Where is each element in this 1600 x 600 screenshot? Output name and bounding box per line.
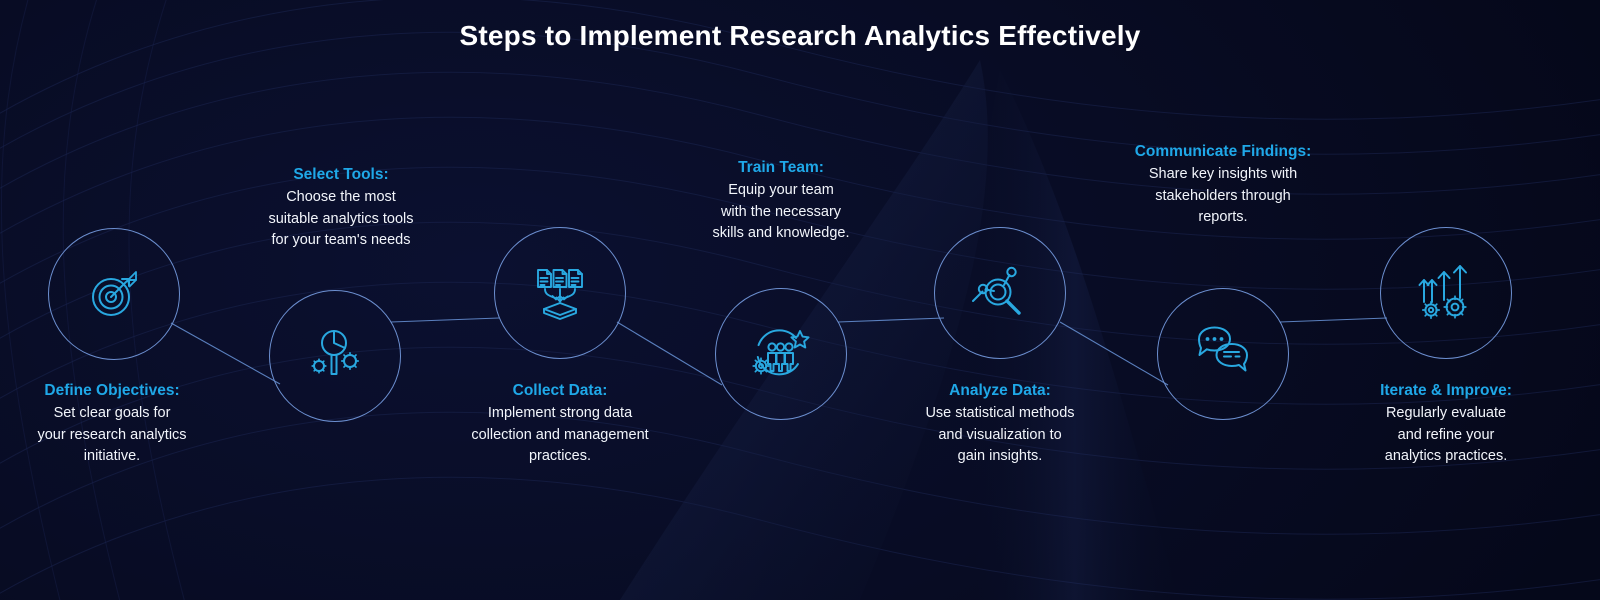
step-6-heading: Communicate Findings: bbox=[1134, 143, 1312, 160]
connector-2-3 bbox=[390, 317, 500, 323]
step-7-body: Regularly evaluate and refine your analy… bbox=[1384, 405, 1508, 464]
step-4-heading: Train Team: bbox=[738, 159, 824, 176]
documents-into-tray-icon bbox=[537, 269, 583, 320]
speech-bubbles-icon bbox=[1198, 326, 1248, 372]
step-4-circle bbox=[715, 288, 847, 420]
step-2-circle bbox=[269, 290, 401, 422]
step-7-text: Iterate & Improve: Regularly evaluate an… bbox=[1333, 380, 1559, 468]
step-4-body: Equip your team with the necessary skill… bbox=[712, 182, 850, 241]
step-7-circle bbox=[1380, 227, 1512, 359]
step-6-body: Share key insights with stakeholders thr… bbox=[1148, 166, 1298, 225]
step-5-circle bbox=[934, 227, 1066, 359]
step-3-circle bbox=[494, 227, 626, 359]
step-3-body: Implement strong data collection and man… bbox=[471, 405, 649, 464]
connector-4-5 bbox=[837, 317, 945, 323]
connector-6-7 bbox=[1279, 317, 1388, 323]
step-5-heading: Analyze Data: bbox=[949, 382, 1051, 399]
step-1-heading: Define Objectives: bbox=[44, 382, 180, 399]
connector-3-4 bbox=[616, 321, 723, 386]
step-3-text: Collect Data: Implement strong data coll… bbox=[447, 380, 673, 468]
step-2-text: Select Tools: Choose the most suitable a… bbox=[228, 164, 454, 252]
step-1-circle bbox=[48, 228, 180, 360]
step-2-heading: Select Tools: bbox=[293, 166, 389, 183]
step-5-text: Analyze Data: Use statistical methods an… bbox=[887, 380, 1113, 468]
page-title: Steps to Implement Research Analytics Ef… bbox=[459, 20, 1141, 51]
step-6-circle bbox=[1157, 288, 1289, 420]
target-arrow-icon bbox=[92, 271, 137, 316]
step-1-body: Set clear goals for your research analyt… bbox=[37, 405, 187, 464]
connector-1-2 bbox=[170, 322, 281, 385]
step-7-heading: Iterate & Improve: bbox=[1380, 382, 1512, 399]
connector-5-6 bbox=[1059, 321, 1169, 386]
team-star-gear-icon bbox=[752, 329, 810, 376]
step-3-heading: Collect Data: bbox=[512, 382, 608, 399]
step-1-text: Define Objectives: Set clear goals for y… bbox=[0, 380, 224, 468]
magnifier-piechart-gears-icon bbox=[311, 330, 360, 375]
step-6-text: Communicate Findings: Share key insights… bbox=[1110, 141, 1336, 229]
step-2-body: Choose the most suitable analytics tools… bbox=[268, 189, 414, 248]
growth-arrows-gears-icon bbox=[1418, 265, 1467, 320]
step-4-text: Train Team: Equip your team with the nec… bbox=[668, 157, 894, 245]
magnifier-network-nodes-icon bbox=[972, 266, 1021, 315]
step-5-body: Use statistical methods and visualizatio… bbox=[925, 405, 1075, 464]
